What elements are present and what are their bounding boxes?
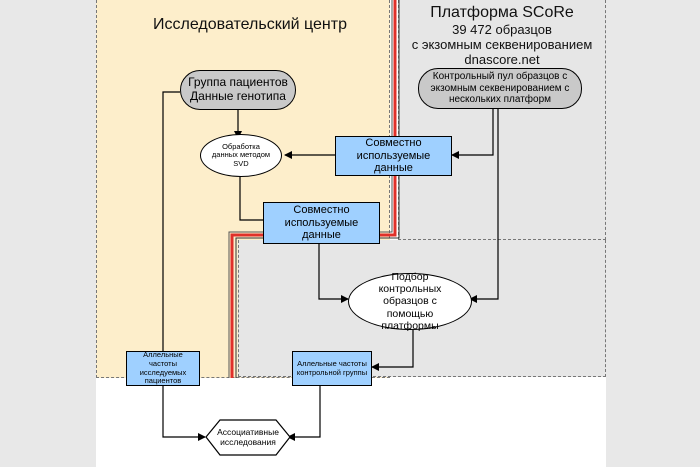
arrow-pool-to-shared xyxy=(451,108,494,159)
patient-frequencies-node: Аллельные частоты исследуемых пациентов xyxy=(126,350,200,386)
arrow-pool-to-matching xyxy=(469,108,499,303)
genotype-data-label: Данные генотипа xyxy=(190,89,286,103)
research-center-title: Исследовательский центр xyxy=(153,16,347,33)
arrow-shared-to-matching xyxy=(318,244,349,303)
score-sample-count: 39 472 образцов xyxy=(452,22,552,37)
association-hexagon xyxy=(205,419,291,456)
association-node: Ассоциативные исследования xyxy=(212,422,284,454)
line-svd-to-shared-center xyxy=(239,177,263,221)
shared-data-node-center: Совместно используемые данные xyxy=(263,202,380,244)
shared-data-center-label: Совместно используемые данные xyxy=(284,204,359,242)
patient-group-node: Группа пациентов Данные генотипа xyxy=(180,70,296,110)
control-frequencies-node: Аллельные частоты контрольной группы xyxy=(292,351,372,386)
association-label: Ассоциативные исследования xyxy=(217,427,279,447)
control-matching-node: Подбор контрольных образцов с помощью пл… xyxy=(348,271,472,332)
patient-group-label: Группа пациентов xyxy=(188,75,288,90)
control-matching-label: Подбор контрольных образцов с помощью пл… xyxy=(378,271,442,332)
right-margin xyxy=(606,0,700,467)
score-website: dnascore.net xyxy=(464,52,540,67)
shared-data-right-label: Совместно используемые данные xyxy=(356,137,431,175)
shared-data-node-right: Совместно используемые данные xyxy=(335,136,452,176)
score-method: с экзомным секвенированием xyxy=(411,37,593,52)
left-margin xyxy=(0,0,96,467)
arrow-matching-to-control-freq xyxy=(371,330,414,371)
svd-node: Обработка данных методом SVD xyxy=(200,134,282,177)
control-frequencies-label: Аллельные частоты контрольной группы xyxy=(296,358,368,377)
arrow-control-freq-to-association xyxy=(287,386,321,441)
control-pool-node: Контрольный пул образцов с экзомным секв… xyxy=(418,68,582,109)
score-platform-title: Платформа SCoRe xyxy=(430,4,574,21)
patient-frequencies-label: Аллельные частоты исследуемых пациентов xyxy=(139,350,187,386)
arrow-patients-to-association xyxy=(162,91,206,441)
control-pool-label: Контрольный пул образцов с экзомным секв… xyxy=(430,71,570,106)
svd-label: Обработка данных методом SVD xyxy=(211,141,271,168)
